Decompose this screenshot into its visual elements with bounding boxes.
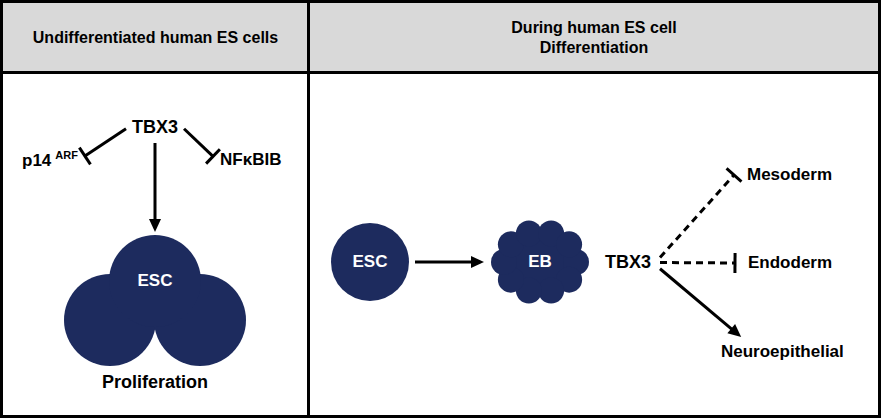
inhibition-bar	[733, 253, 736, 273]
connector-line	[85, 129, 126, 156]
node-text: ESC	[353, 252, 388, 272]
connector-line	[660, 175, 734, 258]
node-text: NFκBIB	[220, 150, 281, 169]
connector-line	[184, 129, 213, 157]
inhibition-connector	[660, 253, 735, 273]
node-text: EB	[528, 252, 552, 272]
panel-header: Undifferentiated human ES cells	[3, 3, 308, 72]
lineage-label: Endoderm	[745, 251, 835, 275]
inhibition-connector	[660, 168, 741, 257]
cell-circles	[60, 225, 250, 397]
arrow-connector	[660, 269, 741, 337]
arrow-connector	[415, 256, 484, 268]
inhibition-bar	[727, 168, 742, 181]
cell-circle: ESC	[331, 223, 409, 301]
arrow-head	[471, 256, 484, 268]
connector-line	[660, 269, 732, 330]
panel-divider	[307, 0, 310, 418]
gene-label: TBX3	[129, 115, 181, 140]
embryoid-body: EB	[488, 216, 592, 308]
inhibition-connector	[184, 129, 220, 164]
node-text: TBX3	[132, 117, 178, 137]
panel-header: During human ES cell Differentiation	[310, 3, 878, 72]
node-text: Endoderm	[748, 253, 832, 272]
inhibition-connector	[79, 129, 126, 165]
arrow-connector	[149, 143, 161, 232]
connector-line	[660, 261, 735, 265]
inhibition-bar	[79, 148, 90, 165]
node-text: ESC	[60, 271, 250, 291]
node-text: TBX3	[605, 252, 651, 272]
node-text: Neuroepithelial	[721, 342, 844, 361]
connector-line	[415, 261, 472, 264]
inhibition-bar	[206, 149, 220, 163]
node-text: Mesoderm	[747, 165, 832, 184]
connector-line	[154, 143, 157, 220]
node-text: Undifferentiated human ES cells	[33, 28, 278, 48]
cell-cluster: ESC Proliferation	[60, 225, 250, 397]
header-band	[3, 3, 878, 72]
lineage-label: Neuroepithelial	[718, 340, 847, 364]
lineage-label: Mesoderm	[744, 163, 835, 187]
node-text: During human ES cell Differentiation	[484, 18, 704, 58]
node-text: ARF	[55, 149, 78, 161]
header-rule	[0, 71, 881, 74]
node-text: p14	[22, 151, 51, 170]
arrow-head	[149, 219, 161, 232]
gene-label: TBX3	[602, 250, 654, 275]
gene-label: p14 ARF	[19, 147, 81, 173]
gene-label: NFκBIB	[217, 148, 284, 172]
arrow-head	[727, 324, 741, 337]
node-text: Proliferation	[60, 372, 250, 393]
